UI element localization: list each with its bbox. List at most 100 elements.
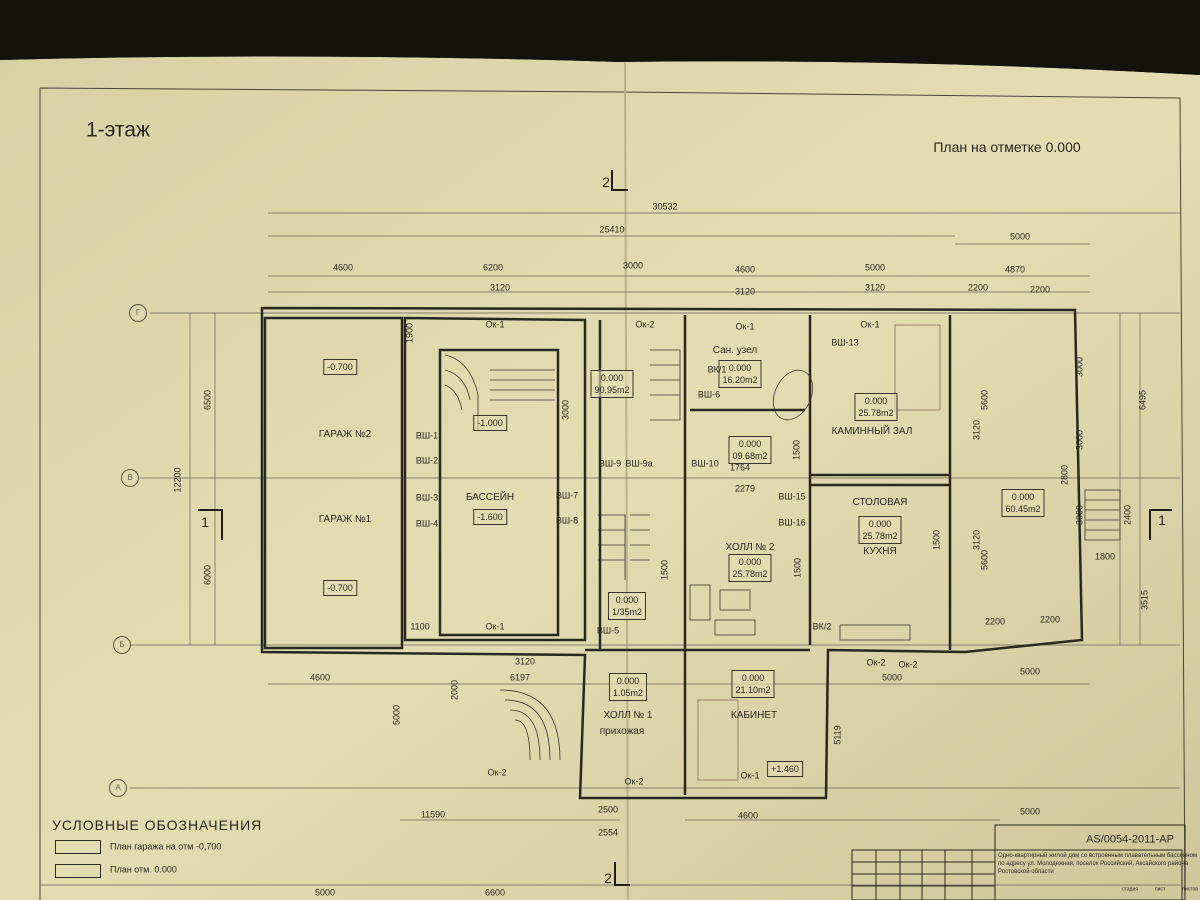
window-tag: Ок-2	[635, 319, 655, 330]
dim: 1800	[1094, 551, 1116, 562]
stair-label: 0.000 1/35m2	[607, 592, 647, 620]
dim: 2200	[967, 282, 989, 293]
tag: ВШ-5	[596, 625, 620, 636]
study-name: КАБИНЕТ	[730, 710, 778, 721]
dim: 5000	[314, 887, 336, 898]
tag: ВШ-10	[691, 458, 719, 469]
legend-item: План гаража на отм -0,700	[110, 841, 222, 852]
dim: 5600	[979, 389, 990, 411]
level: 0.000	[864, 396, 888, 406]
tag: ВШ-2	[415, 455, 439, 466]
dim: 2200	[1039, 614, 1061, 625]
dim: 2200	[984, 616, 1006, 627]
section-mark-left: 1	[201, 514, 209, 530]
level: 0.000	[615, 595, 639, 605]
dim: 3000	[1074, 356, 1085, 378]
pool-name: БАССЕЙН	[465, 492, 515, 503]
legend-title: УСЛОВНЫЕ ОБОЗНАЧЕНИЯ	[52, 817, 263, 833]
dim: 3120	[864, 282, 886, 293]
dim: 1764	[729, 462, 751, 473]
level: 0.000	[738, 557, 762, 567]
dim: 2500	[597, 804, 619, 815]
section-mark-right: 1	[1158, 512, 1166, 528]
level: 0.000	[1011, 492, 1035, 502]
area: 1.05m2	[612, 688, 644, 698]
sheet-column: лист	[1154, 886, 1166, 893]
dim: 25410	[599, 224, 625, 235]
dim: 2200	[1029, 284, 1051, 295]
dim: 30532	[652, 201, 678, 212]
legend-item: План отм. 0.000	[110, 864, 177, 875]
dim: 5000	[881, 672, 903, 683]
level: 0.000	[728, 363, 752, 373]
dim: 2554	[597, 827, 619, 838]
dim: 4600	[737, 810, 759, 821]
window-tag: Ок-2	[866, 657, 886, 668]
dim: 3120	[971, 529, 982, 551]
area: 09.68m2	[732, 451, 768, 461]
dim: 5000	[1009, 231, 1031, 242]
level: 0.000	[616, 676, 640, 686]
area: 1/35m2	[611, 607, 643, 617]
dim: 6000	[202, 564, 213, 586]
dim: 5000	[864, 262, 886, 273]
floor-title: 1-этаж	[85, 118, 151, 142]
dim: 4870	[1004, 264, 1026, 275]
section-mark-top: 2	[602, 174, 610, 190]
dim: 1100	[410, 621, 430, 632]
dim: 3515	[1139, 589, 1150, 611]
garage2-name: ГАРАЖ №2	[318, 429, 372, 440]
window-tag: Ок-1	[735, 321, 755, 332]
hall1-name: ХОЛЛ № 1	[603, 710, 653, 721]
description-line: по адресу ул. Молодежная, поселок Россий…	[998, 861, 1189, 867]
dim: 6200	[482, 262, 504, 273]
area: 25.78m2	[862, 531, 898, 541]
dim: 1900	[404, 322, 415, 344]
tag: ВШ-9	[598, 458, 622, 469]
kitchen-name: КУХНЯ	[863, 546, 897, 557]
legend-swatch	[55, 840, 101, 854]
stage-column: стадия	[1122, 886, 1138, 893]
dim: 5000	[1019, 666, 1041, 677]
dim: 11590	[420, 809, 446, 820]
tag: ВШ-1	[415, 430, 439, 441]
window-tag: Ок-2	[898, 659, 918, 670]
dim: 3000	[622, 260, 644, 271]
axis-marker-a: А	[109, 779, 127, 797]
legend-swatch	[55, 864, 101, 878]
terrace-label: 0.000 60.45m2	[1001, 489, 1045, 517]
dim: 3120	[514, 656, 536, 667]
drawing-code: AS/0054-2011-AP	[1086, 833, 1174, 846]
dim: 2400	[1122, 504, 1133, 526]
area: 60.45m2	[1005, 504, 1041, 514]
dim: 1500	[659, 559, 670, 581]
dim: 5000	[1019, 806, 1041, 817]
dim: 6197	[509, 672, 531, 683]
pool-level: -1.600	[473, 509, 507, 525]
section-mark-bottom: 2	[604, 870, 612, 886]
dim: 2000	[449, 679, 460, 701]
dim: 3000	[560, 399, 571, 421]
dim: 6600	[484, 887, 506, 898]
tag: ВК/1	[707, 364, 727, 375]
window-tag: Ок-1	[485, 319, 505, 330]
tag: ВК/2	[812, 621, 832, 632]
axis-marker-v: В	[121, 469, 139, 487]
pool-level-top: -1.000	[473, 415, 507, 431]
study-mark: +1.460	[767, 761, 803, 777]
tag: ВШ-3	[415, 492, 439, 503]
window-tag: Ок-1	[860, 319, 880, 330]
dim: 2800	[1059, 464, 1070, 486]
tag: ВШ-4	[415, 518, 439, 529]
fireplace-name: КАМИННЫЙ ЗАЛ	[831, 426, 913, 437]
sheets-column: листов	[1182, 886, 1198, 893]
dim: 3000	[1074, 429, 1085, 451]
tag: ВШ-7	[555, 490, 579, 501]
dim: 5000	[391, 704, 402, 726]
